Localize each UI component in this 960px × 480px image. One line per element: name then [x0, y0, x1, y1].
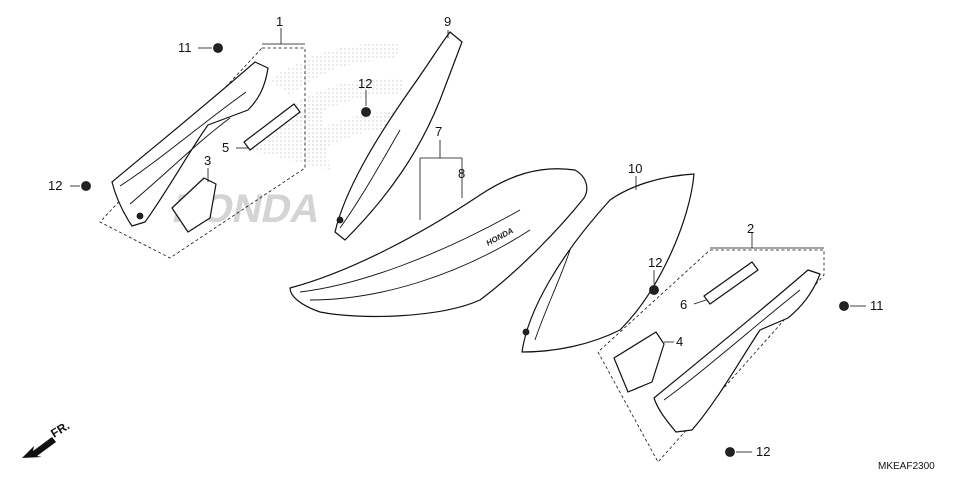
bolt-icon — [361, 107, 371, 117]
watermark-wing-logo — [250, 43, 405, 170]
assembly-1-outline — [99, 47, 306, 259]
left-shroud-part — [111, 61, 269, 227]
assembly-2-outline — [597, 249, 825, 463]
callout-11-left: 11 — [178, 40, 192, 55]
shroud-assembly-left — [99, 47, 306, 259]
callout-7: 7 — [435, 124, 442, 139]
callout-8: 8 — [458, 166, 465, 181]
callout-3: 3 — [204, 153, 211, 168]
front-direction-indicator: FR. — [22, 418, 72, 458]
bolt-icon — [81, 181, 91, 191]
bolt-icon — [649, 285, 659, 295]
bolt-icon — [839, 301, 849, 311]
callout-2: 2 — [747, 221, 754, 236]
callout-4: 4 — [676, 334, 683, 349]
diagram-code: MKEAF2300 — [878, 461, 935, 472]
callout-1: 1 — [276, 14, 283, 29]
callout-12-left: 12 — [48, 178, 62, 193]
callout-10: 10 — [628, 161, 642, 176]
side-cover-part — [521, 173, 695, 353]
right-shroud-strip — [703, 261, 759, 305]
callout-6: 6 — [680, 297, 687, 312]
left-shroud-sticker — [171, 177, 217, 233]
callout-labels: 1 11 12 3 5 12 9 7 8 10 2 12 6 11 4 12 — [48, 14, 884, 459]
left-shroud-strip — [243, 103, 301, 151]
front-arrow-icon — [22, 437, 56, 458]
callout-9: 9 — [444, 14, 451, 29]
callout-12-cover: 12 — [648, 255, 662, 270]
bolt-icon — [213, 43, 223, 53]
callout-12-fender: 12 — [358, 76, 372, 91]
bolt-icon — [725, 447, 735, 457]
callout-11-right: 11 — [870, 298, 884, 313]
callout-5: 5 — [222, 140, 229, 155]
callout-12-right: 12 — [756, 444, 770, 459]
rear-fender-part — [334, 31, 463, 241]
leader-lines — [70, 28, 866, 453]
seat-part: HONDA — [289, 168, 588, 318]
right-shroud-sticker — [613, 331, 665, 393]
shroud-assembly-right — [597, 249, 825, 463]
right-shroud-part — [653, 269, 821, 433]
screw-icons — [81, 43, 849, 457]
